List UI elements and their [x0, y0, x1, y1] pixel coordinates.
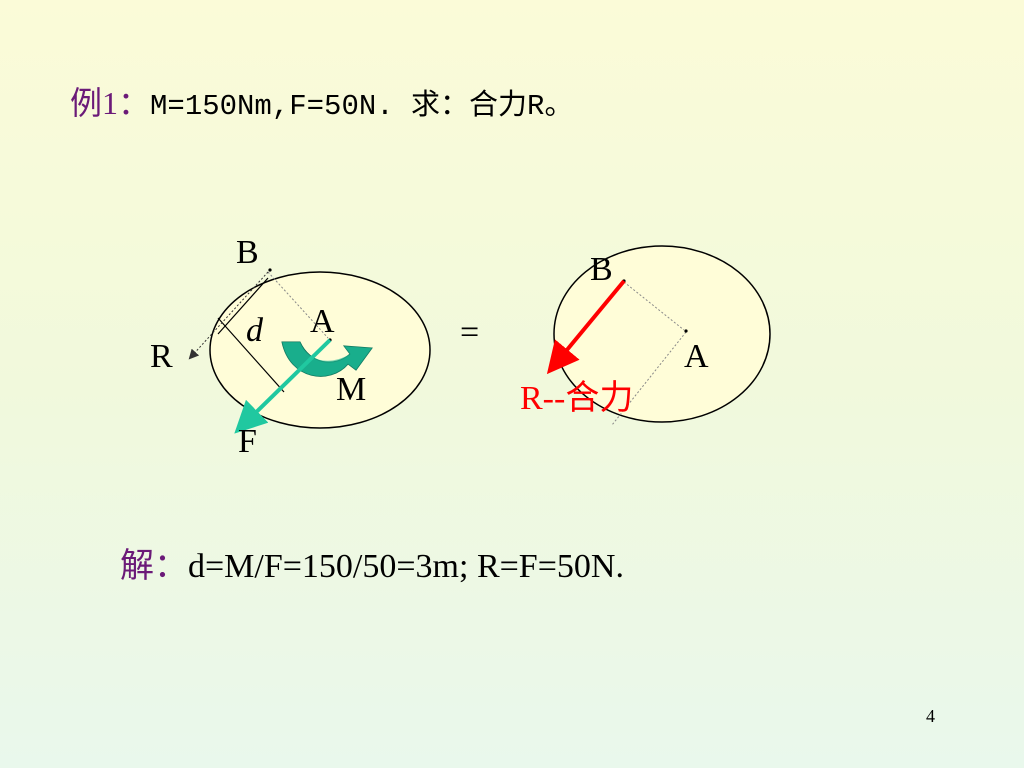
left-label-f: F: [238, 423, 257, 460]
right-label-a: A: [684, 338, 709, 375]
left-perpendicular-line: [267, 271, 329, 339]
left-label-m: M: [336, 371, 367, 408]
resultant-dotted-arrow: [188, 271, 269, 360]
right-point-a-dot: [684, 329, 688, 333]
left-point-b-dot: [268, 268, 272, 272]
left-label-a: A: [310, 303, 335, 340]
solution-label: 解：: [120, 548, 188, 585]
force-arrow-f: [234, 338, 332, 434]
left-label-b: B: [236, 234, 259, 271]
solution: 解：d=M/F=150/50=3m; R=F=50N.: [120, 538, 624, 587]
problem-statement: M=150Nm,F=50N. 求：合力R。: [150, 90, 574, 123]
left-label-d: d: [246, 312, 263, 349]
distance-line-d: [217, 277, 269, 335]
right-body-ellipse: [553, 245, 771, 423]
problem-title: 例1：M=150Nm,F=50N. 求：合力R。: [70, 78, 573, 124]
example-label: 例1：: [70, 85, 151, 121]
right-perpendicular-line: [623, 281, 685, 331]
solution-text: d=M/F=150/50=3m; R=F=50N.: [188, 548, 624, 585]
resultant-arrow-r: [546, 279, 626, 375]
left-label-r: R: [150, 338, 173, 375]
equals-sign: =: [460, 314, 480, 351]
resultant-caption: R--合力: [520, 380, 634, 417]
page-number: 4: [926, 706, 935, 726]
right-label-b: B: [590, 251, 613, 288]
distance-line-base: [217, 317, 285, 393]
